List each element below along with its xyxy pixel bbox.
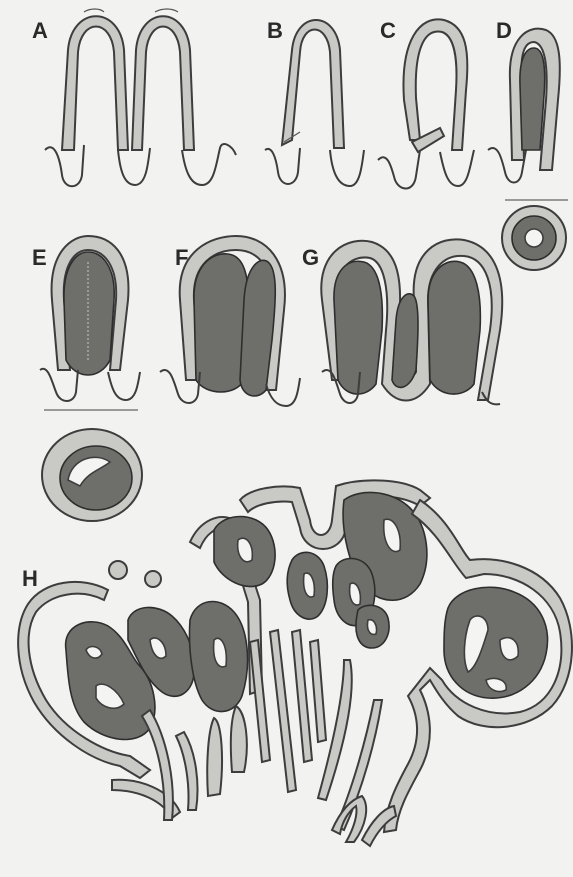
panel-g-drawing — [321, 239, 502, 404]
panel-h-drawing — [18, 480, 572, 846]
panel-a-drawing — [45, 9, 236, 186]
panel-f-drawing — [160, 236, 300, 406]
panel-b-drawing — [265, 20, 364, 186]
panel-c-drawing — [378, 19, 474, 188]
panel-d-drawing — [488, 29, 568, 270]
panel-e-drawing — [40, 236, 142, 521]
